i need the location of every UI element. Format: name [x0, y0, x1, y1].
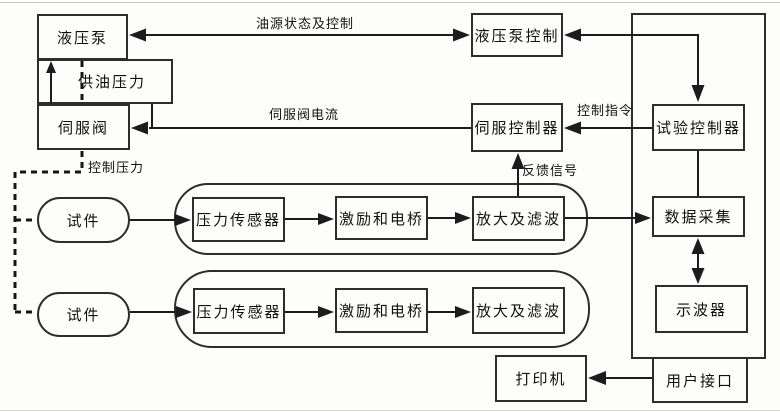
node-amplifier-2: 放大及滤波: [472, 287, 565, 334]
signal-chain-2-container: [174, 270, 590, 348]
node-pressure-sensor-2-label: 压力传感器: [196, 303, 282, 321]
node-printer: 打印机: [495, 355, 587, 402]
edge-oil-status: [129, 28, 470, 42]
node-user-interface: 用户接口: [652, 357, 748, 403]
edge-label-control-pressure: 控制压力: [87, 160, 144, 175]
edge-control-command: [564, 121, 652, 135]
node-servo-valve-label: 伺服阀: [57, 119, 109, 137]
edge-sensor1-bridge1: [285, 213, 334, 225]
node-supply-pressure: 供油压力: [37, 59, 173, 104]
edge-daq-oscilloscope: [691, 238, 705, 284]
node-pump-control-label: 液压泵控制: [474, 27, 560, 45]
node-amplifier-1-label: 放大及滤波: [475, 211, 561, 228]
node-servo-controller-label: 伺服控制器: [474, 120, 560, 137]
node-oscilloscope: 示波器: [655, 285, 748, 333]
edge-label-feedback-signal: 反馈信号: [521, 163, 578, 178]
edge-label-oil-status: 油源状态及控制: [255, 16, 354, 31]
node-bridge-2: 激励和电桥: [335, 288, 428, 333]
edge-bridge1-amplifier1: [428, 212, 471, 224]
edge-label-valve-current: 伺服阀电流: [268, 107, 339, 122]
edge-testctrl-pumpctrl: [564, 28, 705, 102]
node-servo-controller: 伺服控制器: [471, 103, 563, 152]
node-pressure-sensor-1-label: 压力传感器: [195, 212, 281, 229]
node-data-acquisition-label: 数据采集: [664, 209, 733, 226]
node-pump-control: 液压泵控制: [471, 13, 563, 57]
scan-edge-top: [0, 2, 780, 3]
node-test-controller: 试验控制器: [652, 104, 745, 151]
edge-bridge2-amplifier2: [428, 306, 471, 318]
edge-amplifier1-daq: [565, 212, 651, 224]
node-specimen-1: 试件: [37, 197, 130, 243]
node-data-acquisition: 数据采集: [652, 196, 745, 237]
edge-valve-to-pump: [46, 61, 56, 104]
edge-control-pressure-dashed: [13, 151, 84, 314]
edge-userif-printer: [588, 371, 652, 385]
node-oscilloscope-label: 示波器: [675, 301, 727, 319]
node-bridge-2-label: 激励和电桥: [338, 303, 424, 320]
node-specimen-1-label: 试件: [66, 212, 101, 230]
node-printer-label: 打印机: [515, 371, 567, 388]
node-specimen-2-label: 试件: [66, 307, 101, 324]
edge-label-control-command: 控制指令: [576, 103, 633, 118]
node-specimen-2: 试件: [37, 292, 130, 337]
node-amplifier-1: 放大及滤波: [472, 196, 565, 241]
edge-specimen1-sensor1: [130, 214, 191, 226]
scan-edge-bottom: [0, 410, 780, 411]
node-amplifier-2-label: 放大及滤波: [475, 303, 561, 320]
node-bridge-1: 激励和电桥: [335, 196, 428, 240]
node-test-controller-label: 试验控制器: [655, 120, 741, 137]
edge-sensor2-bridge2: [285, 306, 334, 318]
node-bridge-1-label: 激励和电桥: [338, 210, 424, 228]
edge-valve-current: [131, 104, 471, 135]
node-pump: 液压泵: [37, 14, 128, 60]
node-pressure-sensor-1: 压力传感器: [192, 197, 285, 242]
node-user-interface-label: 用户接口: [665, 372, 734, 390]
edge-specimen2-sensor2: [130, 306, 192, 318]
node-supply-pressure-label: 供油压力: [77, 74, 146, 91]
node-pressure-sensor-2: 压力传感器: [193, 288, 285, 334]
node-pump-label: 液压泵: [56, 29, 108, 47]
node-servo-valve: 伺服阀: [37, 104, 130, 150]
edge-feedback-signal: [511, 153, 525, 196]
